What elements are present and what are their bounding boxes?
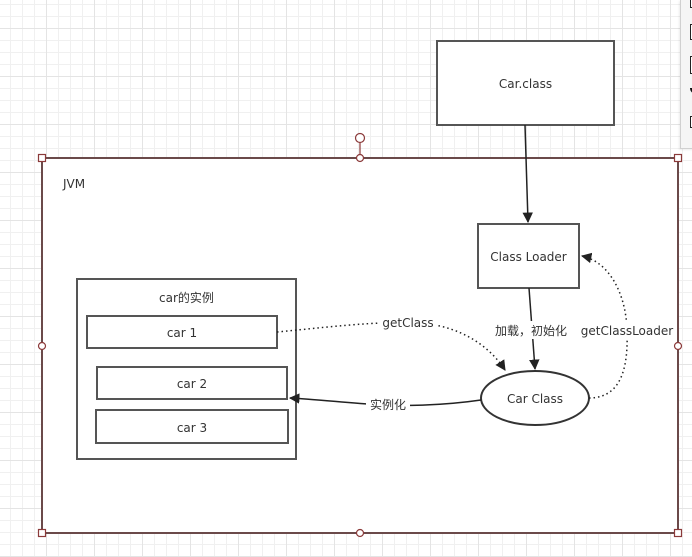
resize-handle-bottom-right[interactable]	[673, 528, 683, 538]
car-class-label: Car Class	[507, 392, 563, 406]
edge-load[interactable]	[522, 124, 533, 224]
car-class-file-label: Car.class	[499, 77, 552, 91]
shape-tool-icon[interactable]	[690, 88, 692, 94]
resize-handle-bottom-left[interactable]	[37, 528, 47, 538]
car1-node[interactable]: car 1	[86, 315, 278, 349]
resize-handle-bottom[interactable]	[355, 528, 365, 538]
rotate-handle[interactable]	[354, 132, 366, 144]
resize-handle-top[interactable]	[355, 153, 365, 163]
car-class-node[interactable]: Car Class	[480, 370, 590, 426]
resize-handle-right[interactable]	[673, 341, 683, 351]
edge-load-init-label-bg	[490, 321, 572, 339]
car3-node[interactable]: car 3	[95, 409, 289, 444]
rectangle-tool-icon[interactable]	[690, 24, 692, 40]
edge-instantiate-label-bg	[366, 396, 410, 413]
rectangle-tool-icon[interactable]	[690, 0, 692, 8]
edge-get-class-loader-label: getClassLoader	[581, 324, 673, 338]
class-loader-node[interactable]: Class Loader	[477, 223, 580, 289]
edge-load-init-label: 加载，初始化	[495, 324, 567, 338]
callout-tool-icon[interactable]	[690, 116, 692, 128]
edge-get-class-label: getClass	[382, 316, 433, 330]
edge-instantiate-label: 实例化	[370, 397, 406, 412]
car2-label: car 2	[177, 377, 207, 391]
car1-label: car 1	[167, 326, 197, 340]
car-class-file-node[interactable]: Car.class	[436, 40, 615, 126]
car2-node[interactable]: car 2	[96, 366, 288, 400]
edge-get-class-label-bg	[380, 314, 436, 330]
resize-handle-top-right[interactable]	[673, 153, 683, 163]
shape-toolbar-panel	[680, 0, 692, 149]
instances-group-label: car的实例	[159, 290, 214, 305]
car3-label: car 3	[177, 421, 207, 435]
rectangle-tool-icon[interactable]	[690, 56, 692, 74]
resize-handle-left[interactable]	[37, 341, 47, 351]
edge-get-class-loader-label-bg	[578, 321, 676, 339]
class-loader-label: Class Loader	[490, 250, 567, 264]
jvm-label: JVM	[62, 177, 85, 191]
resize-handle-top-left[interactable]	[37, 153, 47, 163]
selection-handles[interactable]	[37, 132, 683, 538]
